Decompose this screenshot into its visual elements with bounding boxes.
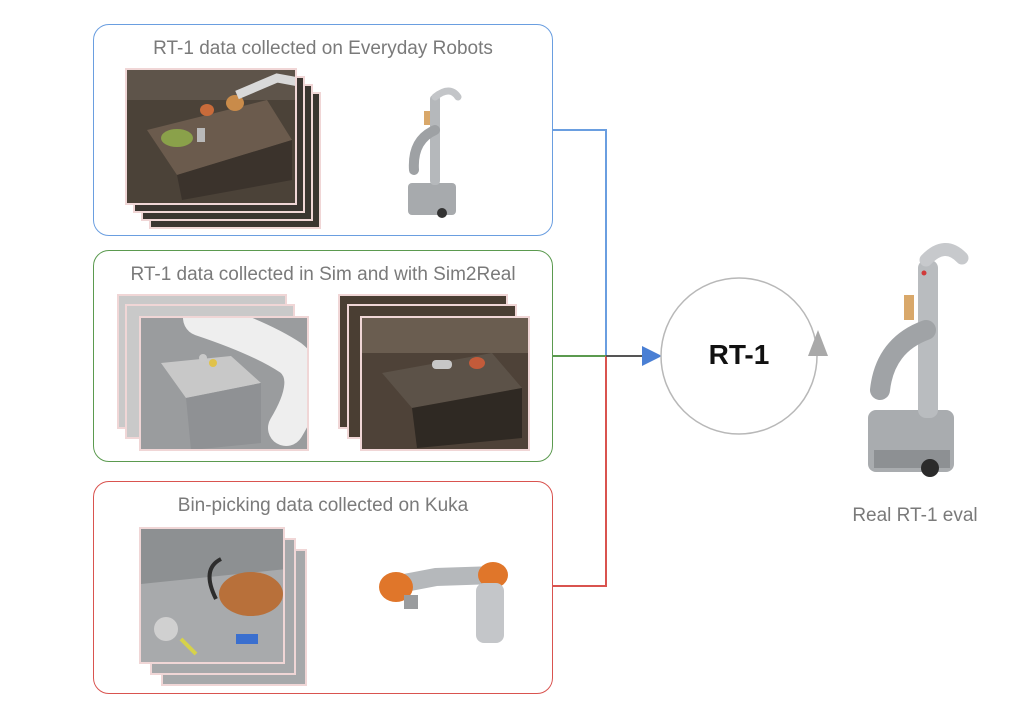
cycle-arrow-icon	[808, 330, 828, 356]
panel-everyday-robots: RT-1 data collected on Everyday Robots	[93, 24, 553, 236]
rt1-model-label: RT-1	[708, 339, 770, 370]
image-frame	[360, 316, 530, 451]
connector-everyday	[553, 129, 607, 356]
panel-title-everyday: RT-1 data collected on Everyday Robots	[153, 38, 493, 59]
everyday-robot-icon	[408, 87, 462, 218]
connector-kuka	[553, 356, 607, 587]
image-frame	[125, 68, 297, 205]
panel-title-kuka: Bin-picking data collected on Kuka	[177, 495, 469, 516]
panel-title-sim: RT-1 data collected in Sim and with Sim2…	[130, 264, 516, 285]
image-frame	[139, 316, 309, 451]
kuka-arm-icon	[379, 562, 508, 643]
panel-sim2real: RT-1 data collected in Sim and with Sim2…	[93, 250, 553, 462]
real-eval-label: Real RT-1 eval	[852, 505, 978, 526]
panel-kuka: Bin-picking data collected on Kuka	[93, 481, 553, 694]
everyday-robot-icon	[868, 243, 969, 477]
image-frame	[139, 527, 285, 664]
